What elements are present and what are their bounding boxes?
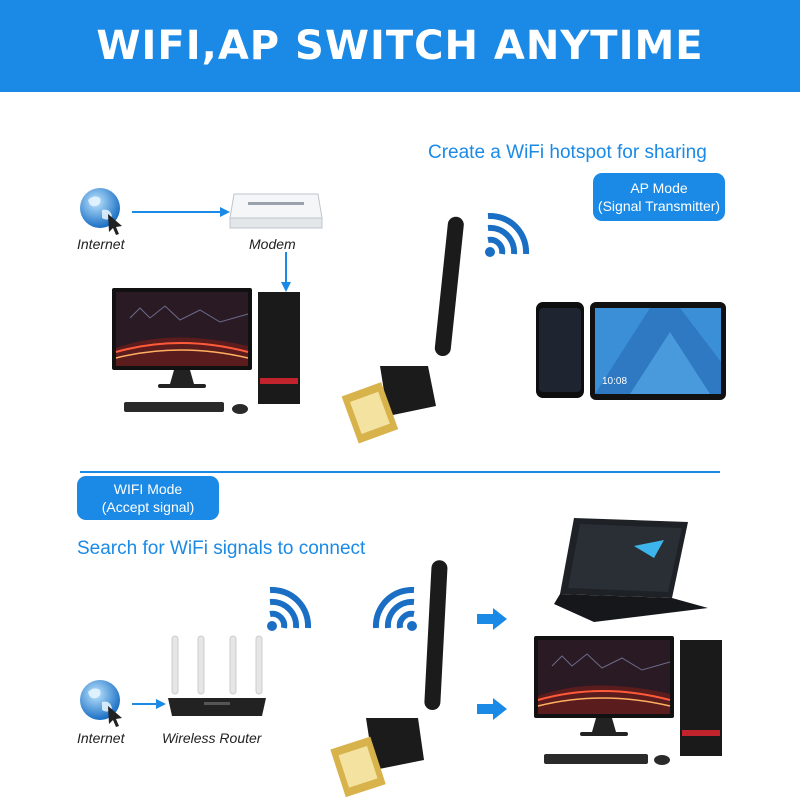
wifi-badge-line2: (Accept signal)	[101, 499, 195, 515]
wifi-mode-badge: WIFI Mode (Accept signal)	[77, 476, 219, 520]
section-divider	[80, 471, 720, 473]
ap-modem-label: Modem	[249, 236, 296, 252]
usb-wifi-adapter-icon	[330, 560, 448, 798]
wifi-badge-line1: WIFI Mode	[113, 481, 183, 497]
modem-icon	[229, 193, 323, 229]
tablet-icon: 10:08	[590, 302, 726, 400]
wifi-receive-icon	[372, 586, 417, 631]
globe-icon	[80, 680, 122, 727]
wifi-router-label: Wireless Router	[162, 730, 262, 746]
arrow-down-icon	[281, 252, 291, 292]
desktop-computer-icon	[534, 636, 722, 765]
globe-icon	[80, 188, 122, 235]
wifi-signal-icon	[485, 212, 530, 257]
arrow-right-icon	[477, 698, 507, 720]
wifi-signal-icon	[267, 586, 312, 631]
desktop-computer-icon	[112, 288, 300, 414]
header-banner: WIFI,AP SWITCH ANYTIME	[0, 0, 800, 92]
cursor-icon	[108, 706, 122, 727]
ap-headline: Create a WiFi hotspot for sharing	[428, 142, 707, 163]
tablet-clock: 10:08	[602, 376, 627, 387]
ap-internet-label: Internet	[77, 236, 125, 252]
cursor-icon	[108, 214, 122, 235]
ap-badge-line2: (Signal Transmitter)	[597, 198, 721, 214]
arrow-right-icon	[132, 699, 166, 709]
wifi-headline: Search for WiFi signals to connect	[77, 538, 366, 559]
smartphone-icon	[536, 302, 584, 398]
arrow-right-icon	[132, 207, 230, 217]
ap-badge-line1: AP Mode	[630, 180, 688, 196]
arrow-right-icon	[477, 608, 507, 630]
ap-mode-badge: AP Mode (Signal Transmitter)	[593, 173, 725, 221]
usb-wifi-adapter-icon	[341, 216, 464, 444]
wifi-internet-label: Internet	[77, 730, 125, 746]
laptop-icon	[554, 518, 708, 622]
wireless-router-icon	[168, 635, 266, 716]
banner-title: WIFI,AP SWITCH ANYTIME	[96, 23, 704, 69]
